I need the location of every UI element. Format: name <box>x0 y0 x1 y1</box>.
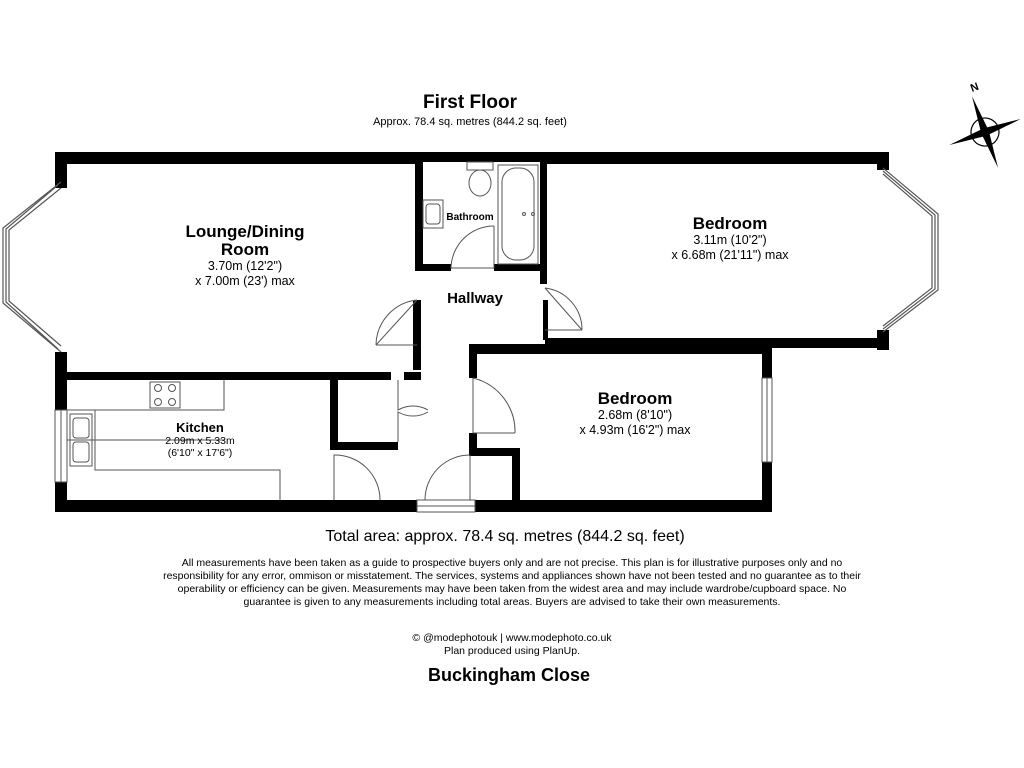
bathroom-fixtures <box>422 161 539 265</box>
total-area: Total area: approx. 78.4 sq. metres (844… <box>325 528 685 545</box>
floor-area: Approx. 78.4 sq. metres (844.2 sq. feet) <box>373 116 567 128</box>
room-label-lounge: Lounge/Dining Room 3.70m (12'2") x 7.00m… <box>140 223 350 289</box>
bedroom1-dim-1: 3.11m (10'2") <box>693 233 767 247</box>
lounge-name-1: Lounge/Dining <box>185 222 305 241</box>
bedroom2-name: Bedroom <box>597 389 673 408</box>
bedroom1-dim-2: x 6.68m (21'11") max <box>671 248 789 262</box>
lounge-name-2: Room <box>220 240 270 259</box>
kitchen-dim-1: 2.09m x 5.33m <box>165 435 235 447</box>
bedroom2-dim-2: x 4.93m (16'2") max <box>579 423 691 437</box>
hallway-label: Hallway <box>447 290 503 307</box>
walls <box>55 152 889 512</box>
room-label-bedroom-2: Bedroom 2.68m (8'10") x 4.93m (16'2") ma… <box>530 390 740 438</box>
lounge-dim-2: x 7.00m (23') max <box>195 274 295 288</box>
credit-line: © @modephotouk | www.modephoto.co.uk <box>412 632 612 644</box>
address-title: Buckingham Close <box>427 665 591 685</box>
bedroom2-dim-1: 2.68m (8'10") <box>597 408 673 422</box>
bay-window-left <box>2 181 62 353</box>
floor-title: First Floor <box>423 92 517 113</box>
room-label-bedroom-1: Bedroom 3.11m (10'2") x 6.68m (21'11") m… <box>620 215 840 263</box>
doors <box>333 225 583 501</box>
kitchen-dim-2: (6'10" x 17'6") <box>167 447 233 459</box>
bay-window-right <box>882 167 939 333</box>
bedroom1-name: Bedroom <box>692 214 768 233</box>
window-kitchen <box>54 409 68 483</box>
lounge-dim-1: 3.70m (12'2") <box>207 259 283 273</box>
front-door <box>416 499 476 513</box>
bathroom-label: Bathroom <box>446 212 494 223</box>
compass-north-label: N <box>969 81 981 95</box>
compass-icon <box>949 96 1021 168</box>
window-bedroom2 <box>761 377 773 463</box>
disclaimer: All measurements have been taken as a gu… <box>163 557 861 608</box>
produced-by: Plan produced using PlanUp. <box>443 645 580 657</box>
kitchen-fixtures <box>67 380 281 500</box>
kitchen-name: Kitchen <box>176 420 224 435</box>
room-label-kitchen: Kitchen 2.09m x 5.33m (6'10" x 17'6") <box>130 420 270 459</box>
